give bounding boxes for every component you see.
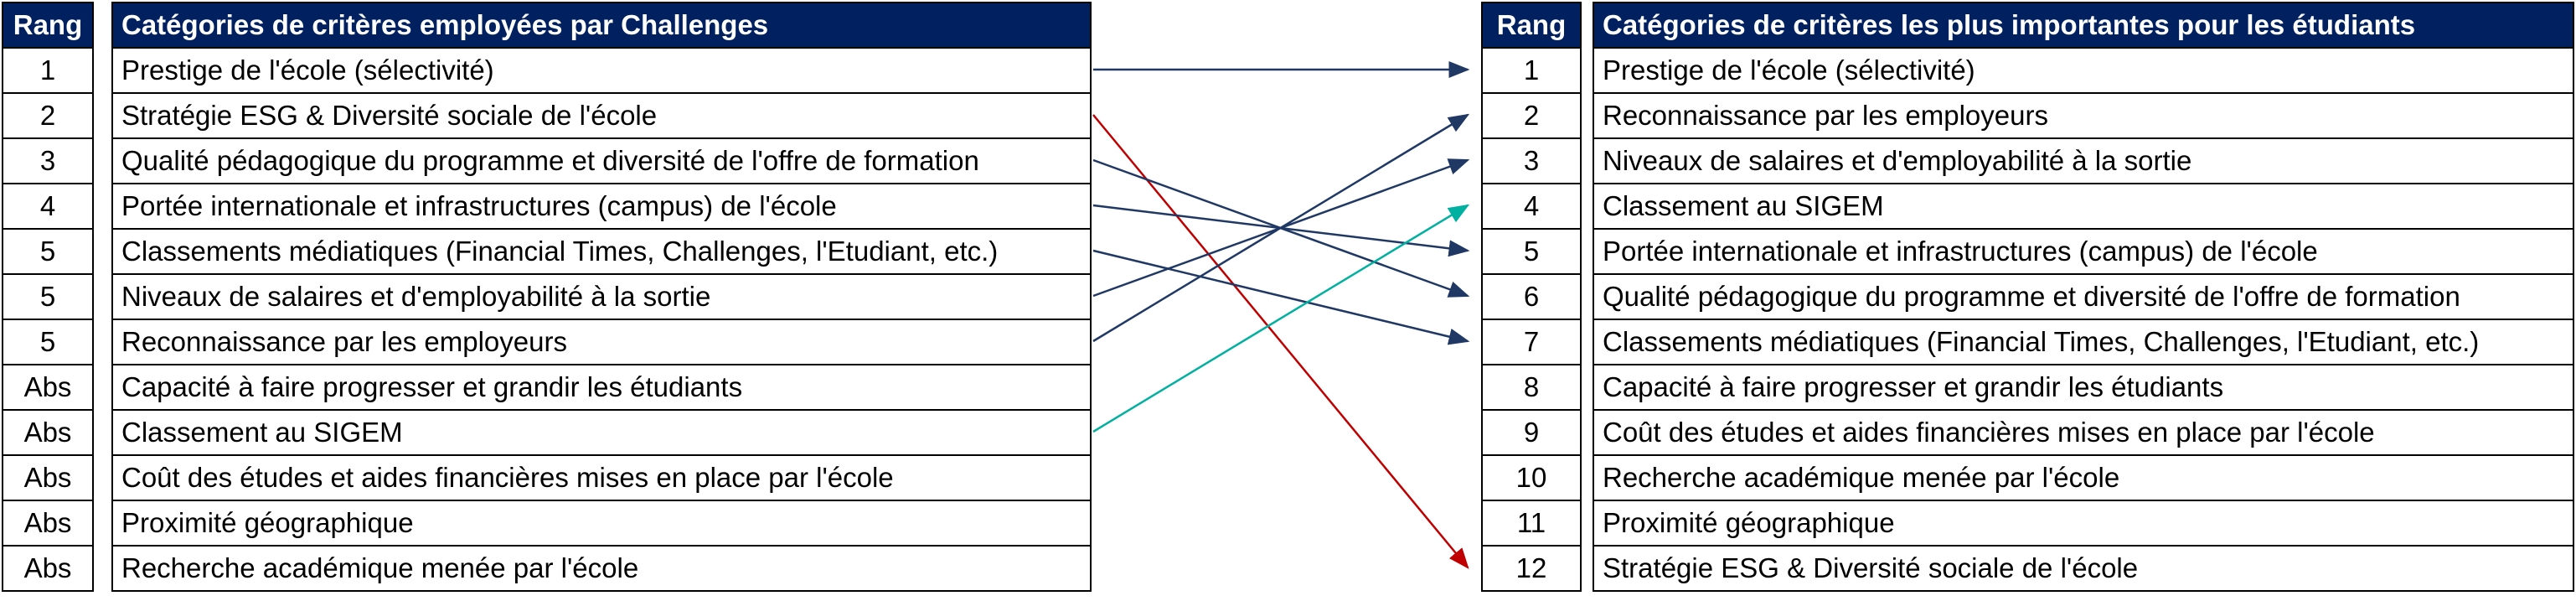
left-rank-cell: Abs xyxy=(2,454,94,501)
left-rank-cell: 4 xyxy=(2,183,94,230)
right-rank-cell: 5 xyxy=(1481,228,1582,275)
left-rank-cell: 3 xyxy=(2,137,94,184)
right-category-cell: Proximité géographique xyxy=(1593,500,2574,547)
right-category-cell: Niveaux de salaires et d'employabilité à… xyxy=(1593,137,2574,184)
right-category-cell: Coût des études et aides financières mis… xyxy=(1593,409,2574,456)
left-category-cell: Qualité pédagogique du programme et dive… xyxy=(111,137,1092,184)
right-rank-cell: 9 xyxy=(1481,409,1582,456)
left-rank-cell: 5 xyxy=(2,228,94,275)
right-category-cell: Qualité pédagogique du programme et dive… xyxy=(1593,273,2574,320)
left-rank-cell: 2 xyxy=(2,92,94,139)
left-category-cell: Classement au SIGEM xyxy=(111,409,1092,456)
right-rank-cell: 11 xyxy=(1481,500,1582,547)
left-category-cell: Recherche académique menée par l'école xyxy=(111,545,1092,592)
right-category-cell: Capacité à faire progresser et grandir l… xyxy=(1593,364,2574,411)
left-rank-cell: Abs xyxy=(2,545,94,592)
right-category-cell: Prestige de l'école (sélectivité) xyxy=(1593,47,2574,94)
left-rank-cell: 5 xyxy=(2,273,94,320)
right-category-cell: Recherche académique menée par l'école xyxy=(1593,454,2574,501)
right-rank-cell: 3 xyxy=(1481,137,1582,184)
left-category-cell: Coût des études et aides financières mis… xyxy=(111,454,1092,501)
right-rank-cell: 6 xyxy=(1481,273,1582,320)
left-category-cell: Prestige de l'école (sélectivité) xyxy=(111,47,1092,94)
right-category-cell: Classement au SIGEM xyxy=(1593,183,2574,230)
left-category-table: Catégories de critères employées par Cha… xyxy=(111,2,1092,592)
left-rank-cell: Abs xyxy=(2,500,94,547)
right-rank-cell: 10 xyxy=(1481,454,1582,501)
right-rank-cell: 12 xyxy=(1481,545,1582,592)
left-category-cell: Reconnaissance par les employeurs xyxy=(111,319,1092,365)
left-category-header: Catégories de critères employées par Cha… xyxy=(111,2,1092,49)
left-rank-cell: Abs xyxy=(2,364,94,411)
arrow-left-2-to-right-12 xyxy=(1092,114,1469,569)
right-rank-cell: 4 xyxy=(1481,183,1582,230)
left-rank-cell: 5 xyxy=(2,319,94,365)
right-category-cell: Reconnaissance par les employeurs xyxy=(1593,92,2574,139)
left-category-cell: Classements médiatiques (Financial Times… xyxy=(111,228,1092,275)
left-category-cell: Proximité géographique xyxy=(111,500,1092,547)
right-rank-cell: 2 xyxy=(1481,92,1582,139)
right-category-cell: Portée internationale et infrastructures… xyxy=(1593,228,2574,275)
left-category-cell: Stratégie ESG & Diversité sociale de l'é… xyxy=(111,92,1092,139)
right-rank-header: Rang xyxy=(1481,2,1582,49)
arrow-left-7-to-right-2 xyxy=(1092,113,1470,343)
right-category-cell: Classements médiatiques (Financial Times… xyxy=(1593,319,2574,365)
right-category-header: Catégories de critères les plus importan… xyxy=(1593,2,2574,49)
right-rank-cell: 7 xyxy=(1481,319,1582,365)
right-category-table: Catégories de critères les plus importan… xyxy=(1593,2,2574,592)
left-rank-cell: 1 xyxy=(2,47,94,94)
arrow-left-9-to-right-4 xyxy=(1092,204,1470,433)
arrow-left-5-to-right-7 xyxy=(1092,249,1470,345)
left-category-cell: Niveaux de salaires et d'employabilité à… xyxy=(111,273,1092,320)
right-rank-cell: 8 xyxy=(1481,364,1582,411)
right-rank-cell: 1 xyxy=(1481,47,1582,94)
left-category-cell: Portée internationale et infrastructures… xyxy=(111,183,1092,230)
left-rank-cell: Abs xyxy=(2,409,94,456)
left-rank-header: Rang xyxy=(2,2,94,49)
left-category-cell: Capacité à faire progresser et grandir l… xyxy=(111,364,1092,411)
right-category-cell: Stratégie ESG & Diversité sociale de l'é… xyxy=(1593,545,2574,592)
